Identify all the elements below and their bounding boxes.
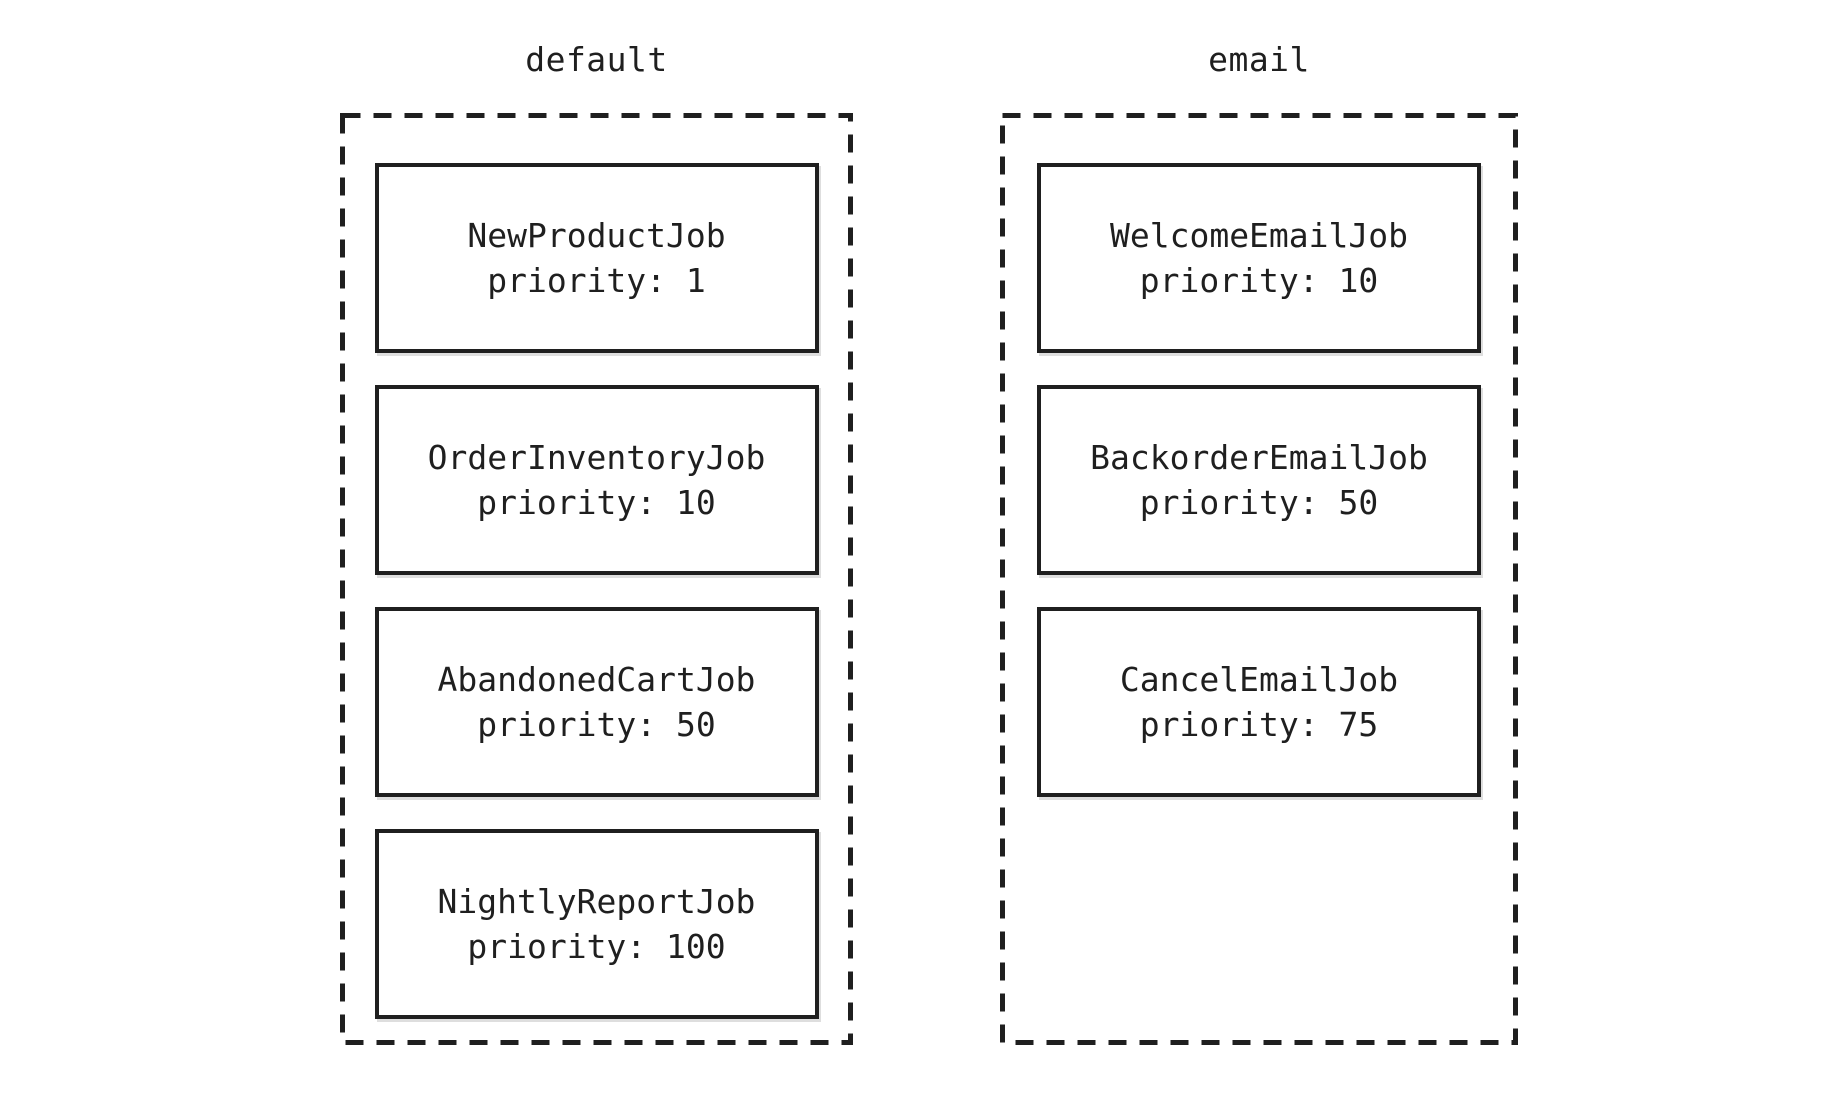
job-card: NewProductJob priority: 1	[374, 163, 819, 353]
job-card: OrderInventoryJob priority: 10	[374, 385, 819, 575]
job-class-name: NightlyReportJob	[437, 882, 756, 921]
queue-container-default: NewProductJob priority: 1 OrderInventory…	[340, 113, 853, 1045]
job-card-list: WelcomeEmailJob priority: 10 BackorderEm…	[1000, 113, 1518, 797]
job-class-name: NewProductJob	[467, 216, 726, 255]
queue-title-email: email	[1208, 40, 1310, 79]
job-class-name: CancelEmailJob	[1119, 660, 1399, 699]
job-priority: priority: 1	[487, 261, 706, 300]
job-card: NightlyReportJob priority: 100	[374, 829, 819, 1019]
job-priority: priority: 10	[1139, 261, 1379, 300]
job-card-list: NewProductJob priority: 1 OrderInventory…	[340, 113, 853, 1019]
job-priority: priority: 10	[477, 483, 716, 522]
job-class-name: OrderInventoryJob	[427, 438, 766, 477]
job-priority: priority: 75	[1139, 705, 1379, 744]
job-class-name: AbandonedCartJob	[437, 660, 756, 699]
queue-group-default: default NewProductJob priority: 1 OrderI…	[340, 40, 853, 1045]
job-card: CancelEmailJob priority: 75	[1037, 607, 1481, 797]
job-card: WelcomeEmailJob priority: 10	[1037, 163, 1481, 353]
job-priority: priority: 100	[467, 927, 726, 966]
job-priority: priority: 50	[477, 705, 716, 744]
queue-title-default: default	[525, 40, 668, 79]
job-card: AbandonedCartJob priority: 50	[374, 607, 819, 797]
job-class-name: WelcomeEmailJob	[1109, 216, 1408, 255]
job-card: BackorderEmailJob priority: 50	[1037, 385, 1481, 575]
job-priority: priority: 50	[1139, 483, 1379, 522]
queue-group-email: email WelcomeEmailJob priority: 10 Backo…	[1000, 40, 1518, 1045]
queue-container-email: WelcomeEmailJob priority: 10 BackorderEm…	[1000, 113, 1518, 1045]
job-class-name: BackorderEmailJob	[1090, 438, 1428, 477]
